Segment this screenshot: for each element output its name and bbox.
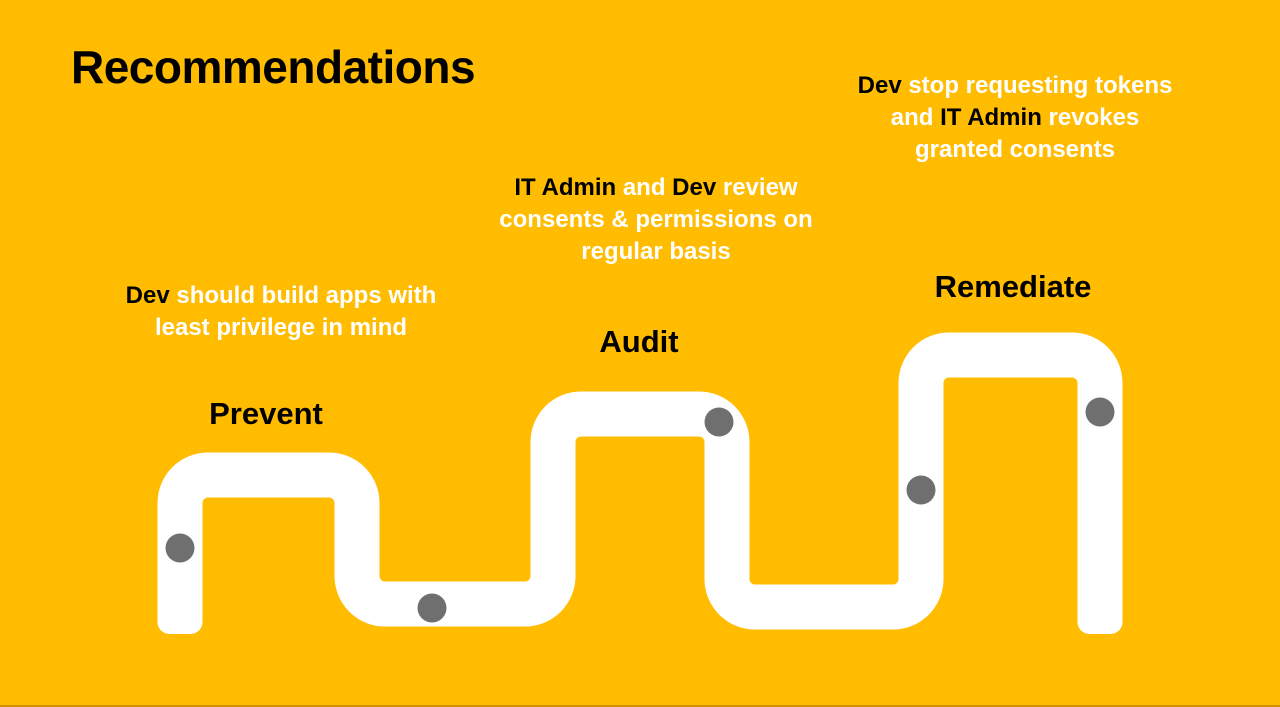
page-title: Recommendations xyxy=(71,41,476,93)
annotation-segment: review xyxy=(716,174,798,201)
road-path xyxy=(157,332,1123,630)
annotation-segment: and xyxy=(616,174,673,201)
road-endcap-end xyxy=(1077,589,1123,634)
annotation-segment: revokes xyxy=(1041,104,1140,131)
annotation-segment: Dev xyxy=(857,72,902,99)
stage-label-remediate: Remediate xyxy=(934,269,1092,304)
slide-bottom-edge xyxy=(0,705,1280,707)
annotation-segment: stop requesting tokens xyxy=(901,72,1173,99)
milestone-dot-5 xyxy=(1085,397,1115,427)
annotation-segment: Dev xyxy=(672,174,717,201)
annotation-segment: granted consents xyxy=(914,136,1116,163)
annotation-line: granted consents xyxy=(858,134,1173,166)
annotation-segment: should build apps with xyxy=(169,282,437,309)
stage-label-prevent: Prevent xyxy=(209,396,323,431)
milestone-dot-1 xyxy=(165,533,195,563)
annotation-segment: regular basis xyxy=(581,238,731,265)
annotation-line: and IT Admin revokes xyxy=(858,102,1173,134)
road-endcap-start xyxy=(157,589,203,634)
annotation-segment: consents & permissions on xyxy=(499,206,813,233)
annotation-segment: and xyxy=(890,104,941,131)
annotation-segment: least privilege in mind xyxy=(154,314,408,341)
annotation-segment: Dev xyxy=(125,282,170,309)
annotation-line: consents & permissions on xyxy=(499,204,812,236)
milestone-dot-2 xyxy=(417,593,447,623)
annotation-line: Dev should build apps with xyxy=(126,280,437,312)
annotation-line: least privilege in mind xyxy=(126,312,437,344)
milestone-dot-3 xyxy=(704,407,734,437)
milestone-dot-4 xyxy=(906,475,936,505)
annotation-line: IT Admin and Dev review xyxy=(499,172,812,204)
annotation-line: regular basis xyxy=(499,236,812,268)
stage-label-audit: Audit xyxy=(599,324,679,359)
annotation-line: Dev stop requesting tokens xyxy=(858,70,1173,102)
annotation-segment: IT Admin xyxy=(940,104,1042,131)
annotation-segment: IT Admin xyxy=(514,174,617,201)
